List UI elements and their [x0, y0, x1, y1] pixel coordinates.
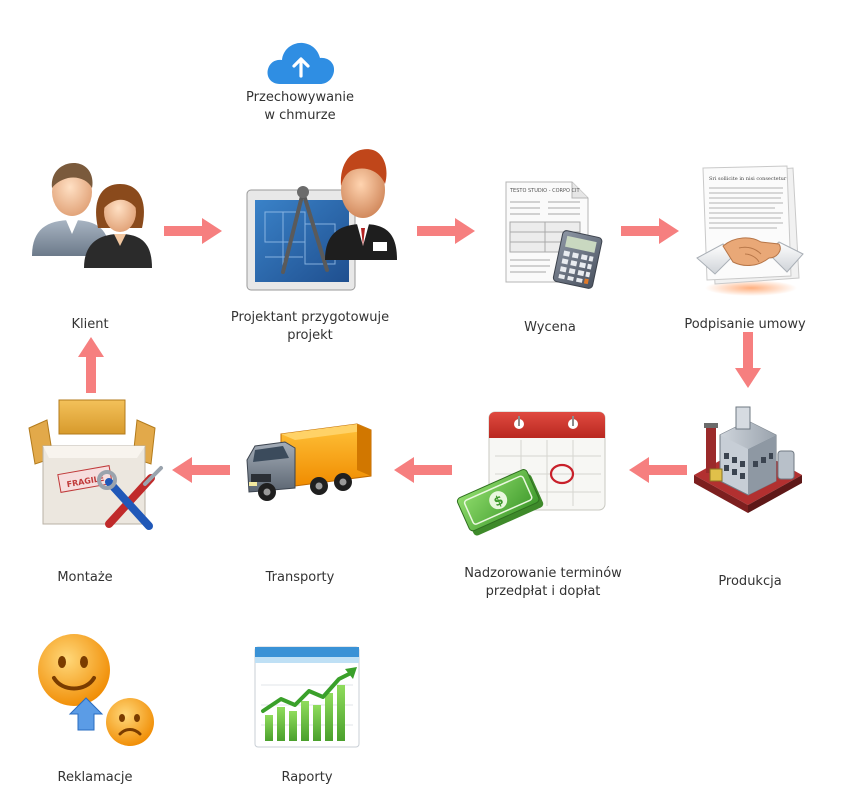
terminy-node[interactable]: $ [455, 410, 610, 538]
arrow-up-1 [76, 335, 106, 393]
produkcja-label: Produkcja [718, 574, 782, 589]
reklamacje-node[interactable] [36, 632, 158, 750]
people-icon [32, 163, 152, 268]
raporty-label: Raporty [281, 770, 333, 785]
umowa-label: Podpisanie umowy [684, 317, 806, 332]
projektant-node[interactable] [243, 142, 398, 300]
raporty-node[interactable] [253, 645, 361, 750]
architect-icon [246, 149, 397, 291]
reklamacje-label: Reklamacje [57, 770, 133, 785]
factory-icon [694, 406, 802, 513]
wycena-label: Wycena [524, 320, 576, 335]
transporty-label: Transporty [265, 570, 335, 585]
montaze-label: Montaże [57, 570, 113, 585]
transporty-node[interactable] [245, 420, 375, 505]
cloud-upload-icon [267, 42, 335, 84]
klient-node[interactable] [28, 158, 153, 273]
projektant-label-line1: Projektant przygotowuje [230, 310, 390, 325]
calculator-document-icon: TESTO STUDIO - CORPO CIT [505, 181, 603, 289]
arrow-right-1 [164, 216, 224, 246]
terminy-label-line2: przedpłat i dopłat [485, 584, 601, 599]
arrow-left-1 [627, 455, 687, 485]
chart-icon [254, 646, 360, 748]
smiley-icon [38, 634, 154, 746]
klient-label: Klient [71, 317, 109, 332]
produkcja-node[interactable] [690, 405, 805, 515]
cloud-storage-node[interactable] [266, 40, 336, 85]
cloud-label: Przechowywanie w chmurze [230, 89, 370, 125]
arrow-down-1 [733, 332, 763, 390]
umowa-doc-header: Sri sollicite in nisi consectetur [709, 176, 787, 182]
montaze-node[interactable]: FRAGILE [25, 398, 170, 538]
box-tools-icon: FRAGILE [28, 399, 163, 530]
arrow-right-2 [417, 216, 477, 246]
arrow-right-3 [621, 216, 681, 246]
terminy-label-line1: Nadzorowanie terminów [464, 566, 622, 581]
arrow-left-2 [392, 455, 452, 485]
terminy-label: Nadzorowanie terminów przedpłat i dopłat [448, 565, 638, 601]
wycena-doc-header: TESTO STUDIO - CORPO CIT [509, 188, 581, 194]
projektant-label-line2: projekt [287, 328, 333, 343]
arrow-left-3 [170, 455, 230, 485]
handshake-contract-icon: Sri sollicite in nisi consectetur [696, 165, 804, 296]
truck-icon [246, 423, 372, 501]
cloud-label-line2: w chmurze [264, 108, 336, 123]
projektant-label: Projektant przygotowuje projekt [220, 309, 400, 345]
wycena-node[interactable]: TESTO STUDIO - CORPO CIT [500, 178, 605, 290]
calendar-money-icon: $ [456, 411, 606, 536]
cloud-label-line1: Przechowywanie [246, 90, 354, 105]
umowa-node[interactable]: Sri sollicite in nisi consectetur [695, 162, 805, 297]
